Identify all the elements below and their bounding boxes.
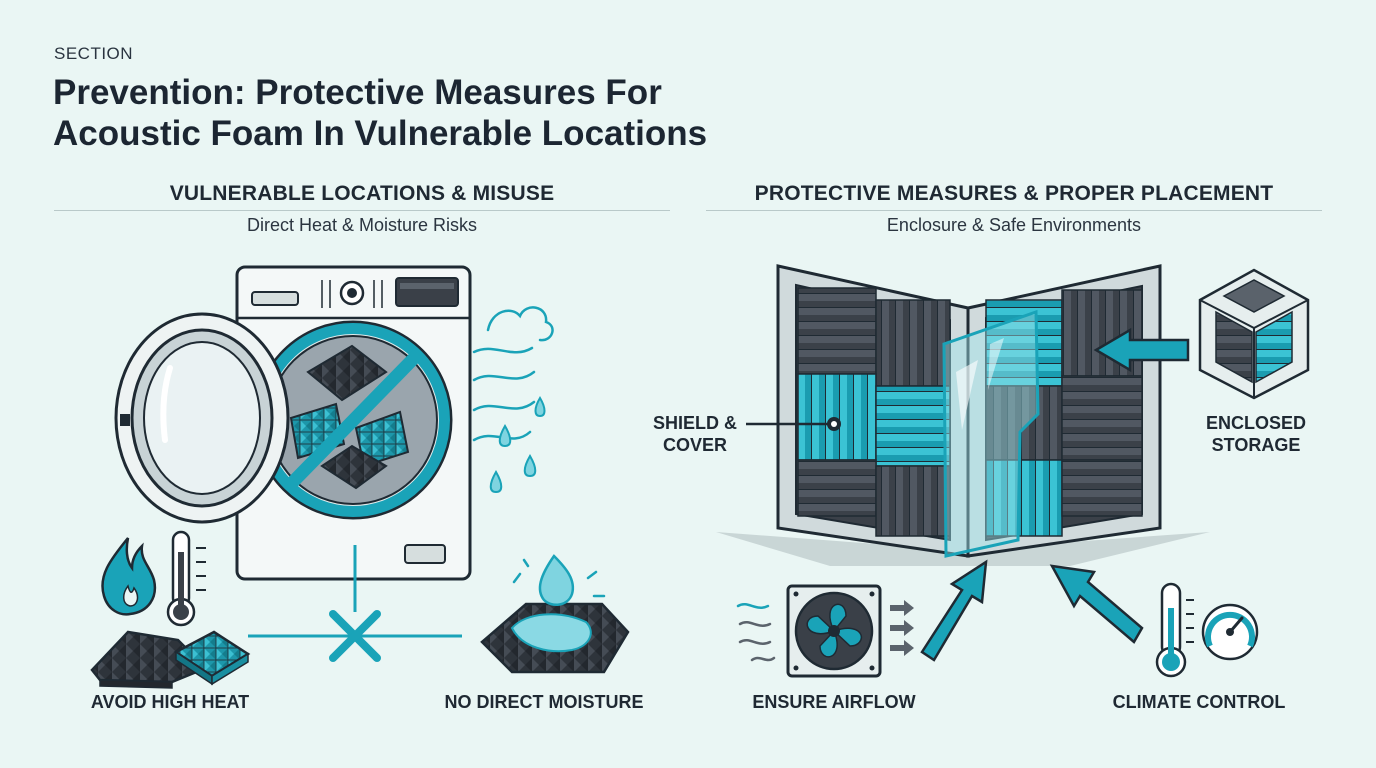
water-droplets-icon — [489, 396, 546, 494]
right-panel-heading: PROTECTIVE MEASURES & PROPER PLACEMENT — [754, 182, 1274, 205]
arrow-to-wall-icon — [1093, 327, 1190, 373]
page-title: Prevention: Protective Measures For Acou… — [53, 73, 708, 153]
machine-door-icon — [114, 312, 290, 524]
section-eyebrow: SECTION — [54, 44, 134, 63]
airflow-wind-icon — [736, 603, 776, 662]
left-panel-divider — [54, 210, 670, 211]
shield-label-line1: SHIELD & — [652, 413, 737, 433]
no-moisture-label: NO DIRECT MOISTURE — [444, 692, 644, 712]
steam-icon — [472, 306, 554, 442]
small-arrows-icon — [890, 600, 914, 656]
right-panel-divider — [706, 210, 1322, 211]
transparent-shield-icon — [942, 309, 1040, 558]
foam-block-teal-icon — [173, 630, 251, 686]
storage-label-line2: STORAGE — [1211, 435, 1301, 455]
shield-label-line2: COVER — [662, 435, 727, 455]
foam-block-dark-icon — [90, 630, 209, 689]
prohibited-x-icon — [248, 545, 462, 662]
climate-control-label: CLIMATE CONTROL — [1112, 692, 1286, 712]
thermometer-icon — [166, 530, 206, 627]
enclosed-storage-label: ENCLOSED STORAGE — [1196, 412, 1316, 456]
ensure-airflow-label: ENSURE AIRFLOW — [752, 692, 916, 712]
fan-icon — [786, 584, 882, 678]
floor-shadow — [716, 532, 1210, 566]
climate-thermometer-icon — [1155, 582, 1194, 678]
airflow-arrow-icon — [920, 559, 988, 662]
avoid-heat-label: AVOID HIGH HEAT — [90, 692, 250, 712]
wet-foam-icon — [480, 554, 630, 674]
storage-box-icon — [1198, 268, 1310, 400]
storage-label-line1: ENCLOSED — [1205, 413, 1306, 433]
left-panel-heading: VULNERABLE LOCATIONS & MISUSE — [169, 182, 555, 205]
right-panel-subheading: Enclosure & Safe Environments — [886, 215, 1142, 235]
foam-wall-left-icon — [776, 264, 970, 558]
shield-cover-label: SHIELD & COVER — [640, 412, 750, 456]
left-panel-subheading: Direct Heat & Moisture Risks — [246, 215, 478, 235]
climate-arrow-icon — [1049, 564, 1144, 644]
flame-icon — [101, 537, 157, 616]
gauge-icon — [1201, 603, 1259, 661]
shield-pointer — [746, 417, 841, 431]
